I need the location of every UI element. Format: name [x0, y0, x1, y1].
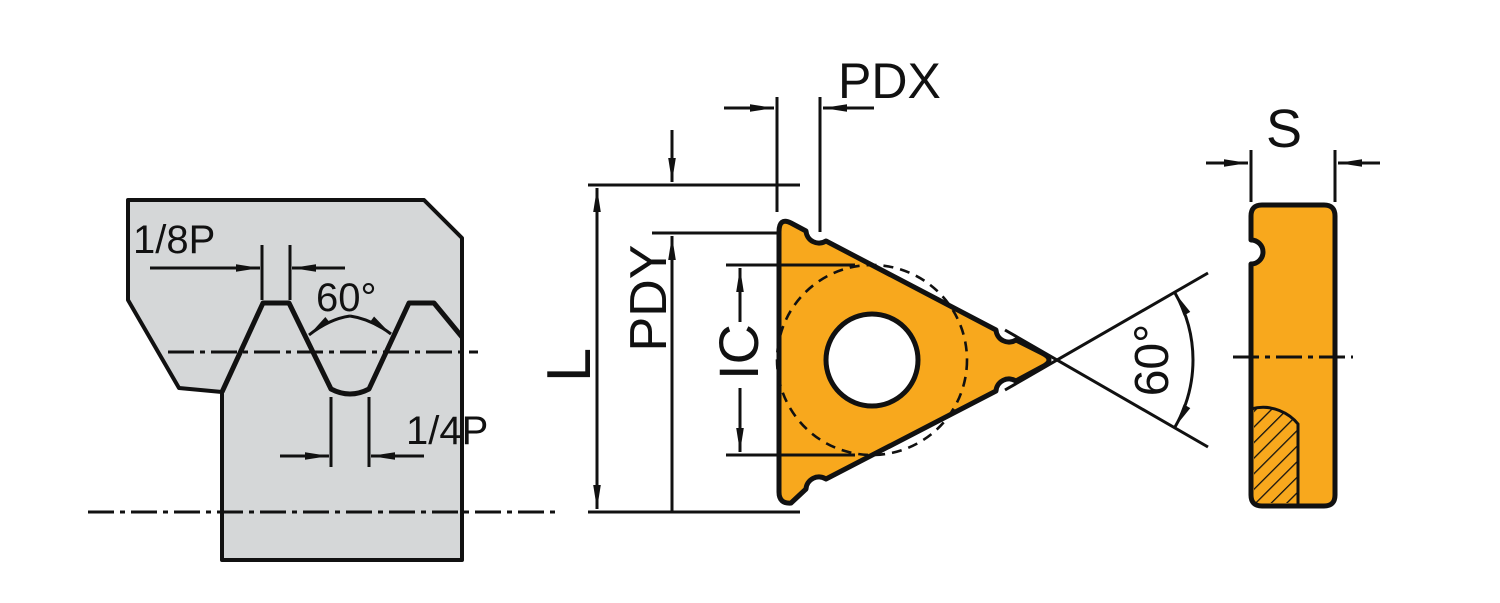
inscribed-circle	[775, 263, 969, 457]
insert-hole	[823, 311, 921, 409]
workpiece-section	[126, 198, 464, 562]
point-angle-line-upper	[1004, 271, 1209, 392]
point-angle-line-lower	[1004, 328, 1209, 449]
flank-angle-arc-right	[349, 314, 392, 336]
thread-profile-view: 1/8P 60° 1/4P	[88, 198, 556, 562]
ic-label: IC	[707, 324, 770, 380]
flank-angle-arc-left	[308, 314, 351, 337]
pdy-label: PDY	[620, 245, 678, 352]
thickness-label: S	[1266, 99, 1302, 159]
flank-angle-label: 60°	[316, 276, 377, 320]
thread-profile-line	[219, 300, 464, 397]
length-label: L	[535, 348, 604, 382]
point-angle-label: 60°	[1126, 324, 1179, 397]
pdx-label: PDX	[838, 53, 941, 109]
insert-side-view: S	[1206, 99, 1380, 509]
crest-flat-label: 1/8P	[133, 218, 215, 262]
point-angle-arc-upper	[1173, 292, 1195, 361]
section-hatch	[1254, 407, 1297, 503]
insert-front-view: 60° L PDY PDX IC	[535, 53, 1209, 514]
root-flat-label: 1/4P	[406, 409, 488, 453]
section-boundary	[1250, 405, 1300, 504]
point-angle-arc-lower	[1173, 359, 1195, 428]
